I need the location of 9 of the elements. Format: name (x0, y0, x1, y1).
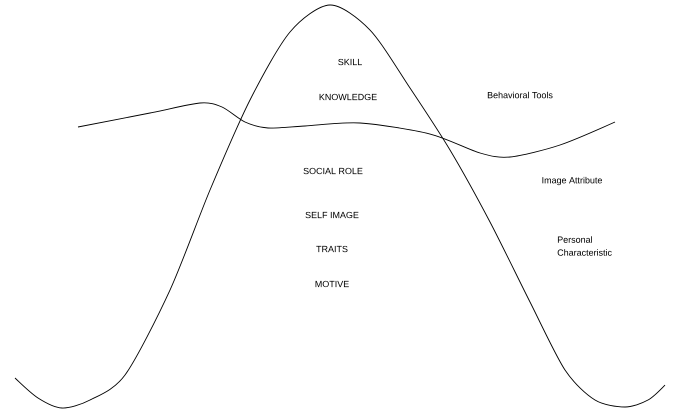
label-text: MOTIVE (316, 280, 349, 288)
label-text: Personal Characteristic (558, 236, 612, 256)
label-text: SOCIAL ROLE (304, 168, 362, 174)
label-text: KNOWLEDGE (320, 94, 377, 100)
label-text: Behavioral Tools (488, 92, 553, 98)
label-text: SELF IMAGE (306, 212, 359, 218)
label-text: TRAITS (316, 246, 348, 252)
label-text: Image Attribute (542, 176, 602, 186)
label-text: SKILL (338, 58, 362, 66)
